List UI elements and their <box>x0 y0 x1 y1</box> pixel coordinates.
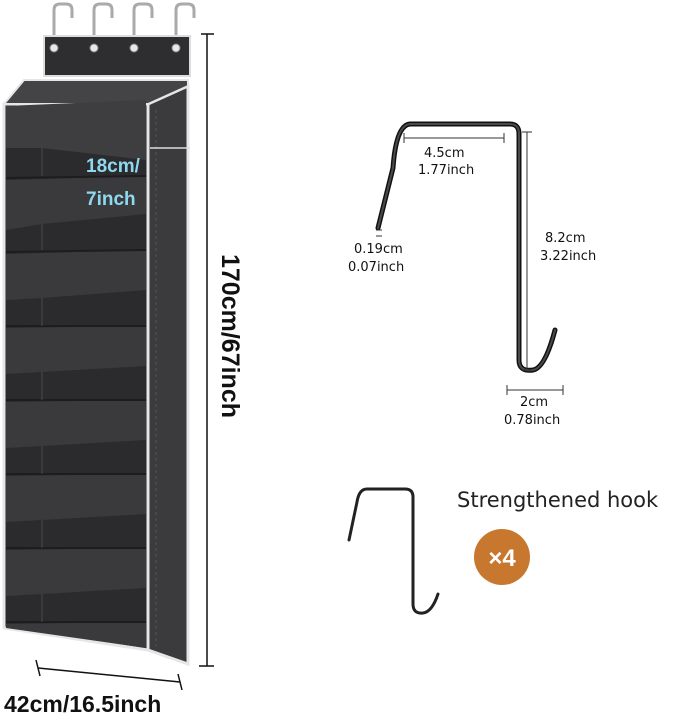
height-dimension-line <box>199 33 214 667</box>
total-height-label: 170cm/67inch <box>216 254 244 418</box>
organizer-image <box>1 2 196 667</box>
shelf-height-in: 7inch <box>86 189 136 210</box>
hook-thickness-cm: 0.19cm <box>354 242 403 257</box>
door-hooks-icon <box>52 2 196 46</box>
shelf-dividers <box>5 100 147 648</box>
hook-bottom-width-cm: 2cm <box>520 395 548 410</box>
hook-bottom-width-in: 0.78inch <box>504 413 560 428</box>
width-dimension-line <box>35 659 183 691</box>
hook-diagram <box>375 121 564 395</box>
width-label: 42cm/16.5inch <box>4 691 161 717</box>
shelf-height-cm: 18cm/ <box>86 156 141 177</box>
hook-top-width-cm: 4.5cm <box>424 146 465 161</box>
hook-height-in: 3.22inch <box>540 249 596 264</box>
hook-top-width-in: 1.77inch <box>418 163 474 178</box>
quantity-badge: ×4 <box>474 529 530 585</box>
hook-thickness-in: 0.07inch <box>348 260 404 275</box>
strengthened-hook-icon <box>347 487 440 615</box>
hook-pack-label: Strengthened hook <box>457 488 659 512</box>
quantity-label: ×4 <box>488 545 516 572</box>
hook-height-cm: 8.2cm <box>545 231 586 246</box>
